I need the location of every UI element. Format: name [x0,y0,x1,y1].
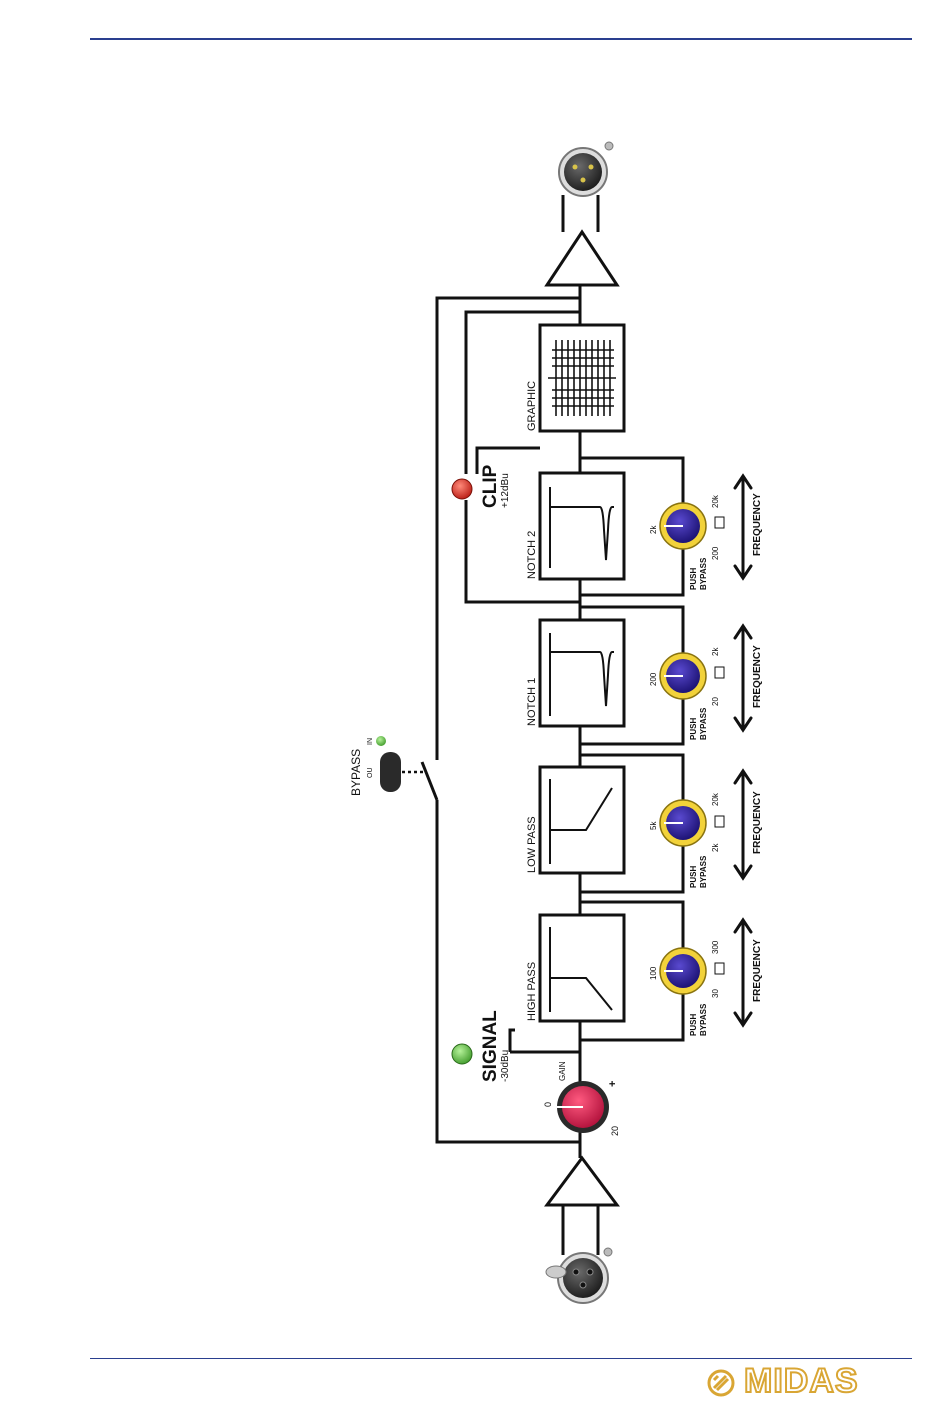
gain-max-label: 20 [610,1126,620,1136]
notch-2-frequency-label: FREQUENCY [752,493,763,556]
graphic-eq-block [540,325,624,431]
bypass-switch[interactable] [380,752,401,792]
notch-1-label: NOTCH 1 [526,678,538,726]
midas-logo-text: MIDAS [744,1362,859,1401]
low-pass-push-label: PUSH [689,866,698,888]
output-xlr-connector [559,142,613,196]
low-pass-bypass-label: BYPASS [699,855,708,888]
notch-2-push-label: PUSH [689,568,698,590]
low-pass-label: LOW PASS [526,816,538,873]
notch-2-bypass-label: BYPASS [699,557,708,590]
high-pass-knob-hi: 300 [711,940,720,954]
gain-min-label: 0 [543,1102,553,1107]
notch-2-block [540,473,624,579]
notch-2-knob-hi: 20k [711,494,720,508]
bypass-in-led [376,736,386,746]
high-pass-knob-lo: 30 [711,989,720,998]
high-pass-frequency-knob[interactable] [660,948,706,994]
notch-2-frequency-knob[interactable] [660,503,706,549]
notch-2-knob-lo: 200 [711,546,720,560]
high-pass-type-icon [715,963,724,974]
signal-level-label: -30dBu [500,1050,511,1082]
bypass-out-label: OU [367,768,374,779]
low-pass-frequency-knob[interactable] [660,800,706,846]
notch-1-block [540,620,624,726]
gain-mid-label: + [607,1081,619,1087]
notch-1-knob-hi: 2k [711,647,720,656]
low-pass-knob-hi: 20k [711,792,720,806]
notch-2-label: NOTCH 2 [526,531,538,579]
high-pass-block [540,915,624,1021]
low-pass-knob-mid: 5k [649,821,658,830]
clip-level-label: +12dBu [500,473,511,508]
high-pass-label: HIGH PASS [526,962,538,1021]
notch-1-push-label: PUSH [689,718,698,740]
notch-1-frequency-knob[interactable] [660,653,706,699]
low-pass-type-icon [715,816,724,827]
input-amp-triangle [547,1158,617,1205]
high-pass-push-label: PUSH [689,1014,698,1036]
notch-1-frequency-label: FREQUENCY [752,645,763,708]
input-xlr-connector [546,1248,612,1303]
signal-label: SIGNAL [480,1010,501,1082]
notch-1-bypass-label: BYPASS [699,707,708,740]
clip-led [452,479,472,499]
midas-logo-icon [706,1368,736,1398]
high-pass-knob-mid: 100 [649,966,658,980]
notch-2-knob-mid: 2k [649,525,658,534]
low-pass-frequency-label: FREQUENCY [752,791,763,854]
midas-logo: MIDAS [706,1366,916,1396]
gain-knob[interactable] [556,1081,609,1133]
gain-label: GAIN [558,1061,567,1081]
bypass-in-label: IN [367,738,374,745]
low-pass-knob-lo: 2k [711,843,720,852]
output-amp-triangle [547,232,617,285]
high-pass-bypass-label: BYPASS [699,1003,708,1036]
notch-1-knob-mid: 200 [649,672,658,686]
graphic-label: GRAPHIC [526,381,538,431]
low-pass-block [540,767,624,873]
high-pass-frequency-label: FREQUENCY [752,939,763,1002]
bypass-label: BYPASS [349,749,363,796]
signal-led [452,1044,472,1064]
notch-1-knob-lo: 20 [711,697,720,706]
notch-1-type-icon [715,667,724,678]
notch-2-type-icon [715,517,724,528]
clip-label: CLIP [480,464,501,508]
